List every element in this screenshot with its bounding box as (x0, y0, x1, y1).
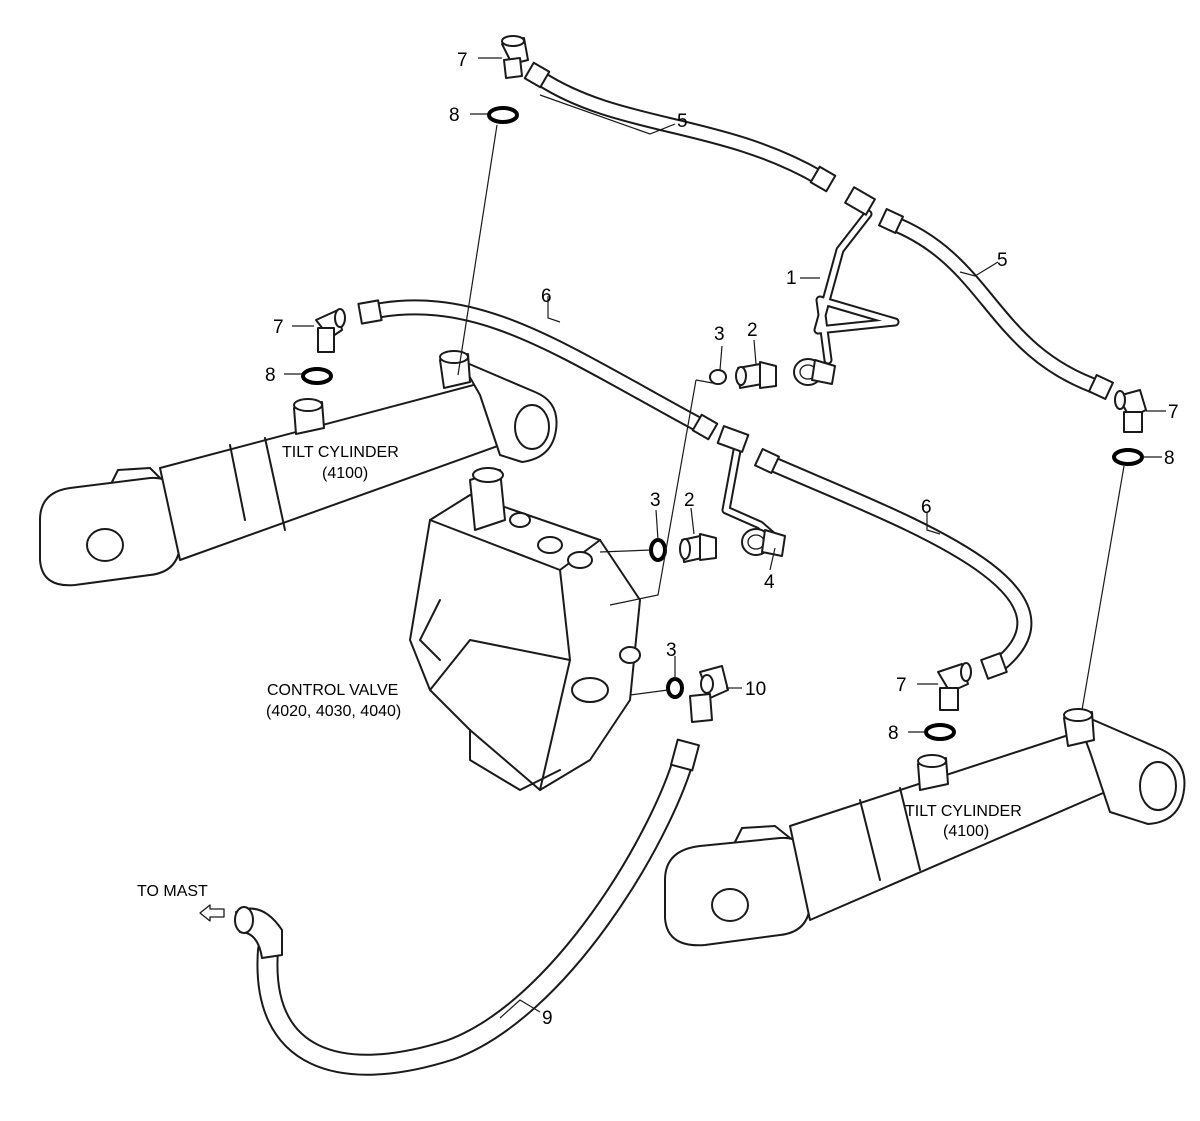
tilt-cylinder-left (39, 350, 558, 587)
callout-8-lower-right: 8 (888, 723, 899, 744)
elbow-7-lower-right (937, 662, 972, 711)
callout-10: 10 (745, 679, 766, 700)
tilt-cylinder-right (664, 708, 1186, 947)
o-ring-8-top (487, 106, 519, 124)
fitting-10 (689, 665, 729, 723)
tilt-cylinder-right-label: TILT CYLINDER (905, 803, 1022, 820)
callout-3-middle: 3 (650, 490, 661, 511)
o-ring-8-lower-right (924, 723, 956, 741)
o-ring-3-middle (649, 538, 667, 562)
hose-6-right (754, 448, 1033, 680)
callout-2-lower: 2 (684, 490, 695, 511)
fitting-2-lower (679, 533, 717, 563)
o-ring-3-upper (709, 369, 727, 385)
tilt-cylinder-left-code: (4100) (322, 465, 368, 482)
hose-5-right (878, 208, 1114, 400)
callout-8-right: 8 (1164, 448, 1175, 469)
elbow-7-right (1114, 389, 1147, 433)
callout-leaders (284, 57, 1166, 1019)
hose-9 (234, 738, 700, 1076)
connection-lines (457, 124, 1125, 711)
callout-1: 1 (786, 268, 797, 289)
o-ring-8-left (301, 367, 333, 385)
tube-1 (793, 186, 900, 386)
fitting-2-upper (735, 361, 777, 389)
callout-2-upper: 2 (747, 320, 758, 341)
o-ring-8-right (1112, 448, 1144, 466)
callout-9: 9 (542, 1008, 553, 1029)
control-valve-codes: (4020, 4030, 4040) (266, 703, 401, 720)
hose-6-left (357, 299, 719, 441)
callout-8-top: 8 (449, 105, 460, 126)
hose-5-upper (523, 61, 837, 193)
to-mast-arrow-icon (199, 904, 225, 922)
callout-5-right: 5 (997, 250, 1008, 271)
callout-4: 4 (764, 572, 775, 593)
to-mast-label: TO MAST (137, 883, 208, 900)
callout-6-left: 6 (541, 286, 552, 307)
tube-4 (716, 425, 786, 557)
callout-7-top: 7 (457, 50, 468, 71)
callout-7-right: 7 (1168, 402, 1179, 423)
elbow-7-left (315, 308, 346, 353)
tilt-cylinder-right-code: (4100) (943, 823, 989, 840)
callout-3-lower: 3 (666, 640, 677, 661)
callout-7-left: 7 (273, 317, 284, 338)
callout-7-lower-right: 7 (896, 675, 907, 696)
control-valve (409, 467, 641, 791)
elbow-7-top (501, 35, 529, 79)
callout-5-upper: 5 (677, 111, 688, 132)
callout-3-upper: 3 (714, 324, 725, 345)
callout-8-left: 8 (265, 365, 276, 386)
control-valve-label: CONTROL VALVE (267, 682, 398, 699)
callout-6-right: 6 (921, 497, 932, 518)
tilt-cylinder-left-label: TILT CYLINDER (282, 444, 399, 461)
o-ring-3-lower (666, 677, 684, 699)
